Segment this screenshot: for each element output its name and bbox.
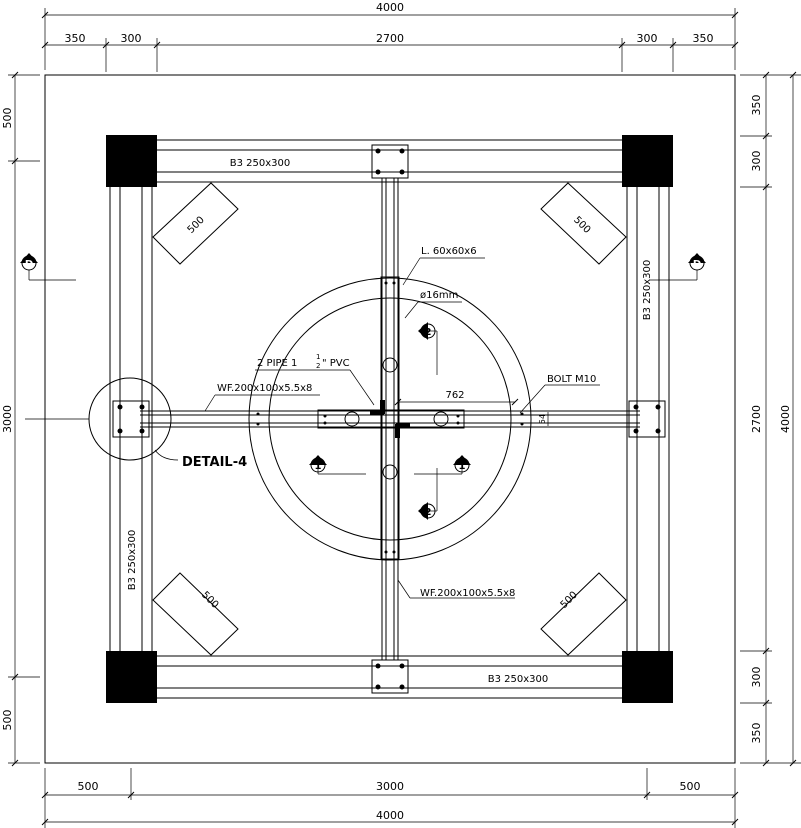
top-dim-1: 350 <box>65 32 86 45</box>
bottom-total-dim: 4000 <box>376 809 404 822</box>
right-dimensions: 350 300 2700 300 350 4000 <box>740 71 801 767</box>
detail-4-label: DETAIL-4 <box>182 455 247 470</box>
brace-top-right: 500 <box>540 182 627 265</box>
radius-dimension: 762 <box>394 390 519 406</box>
column-top-right <box>622 135 673 187</box>
right-dim-1: 350 <box>750 95 763 116</box>
bolt-spacing-dimension: 54 <box>538 412 549 426</box>
pipe-frac-den: 2 <box>316 362 320 370</box>
section-1-left-marker: 1 <box>309 455 366 475</box>
annotation-wf-bottom: WF.200x100x5.5x8 <box>397 579 515 599</box>
top-dim-3: 2700 <box>376 32 404 45</box>
top-total-dim: 4000 <box>376 1 404 14</box>
section-d-right-text: D <box>693 259 701 270</box>
bottom-dim-3: 500 <box>680 780 701 793</box>
brace-bottom-right: 500 <box>540 572 627 656</box>
beam-right-label: B3 250x300 <box>642 260 653 321</box>
left-dim-3: 500 <box>1 710 14 731</box>
top-dim-2: 300 <box>121 32 142 45</box>
brace-tr-label: 500 <box>571 215 592 236</box>
left-dim-2: 3000 <box>1 405 14 433</box>
annotation-rod: ø16mm <box>404 290 462 319</box>
bottom-dim-2: 3000 <box>376 780 404 793</box>
bottom-dim-1: 500 <box>78 780 99 793</box>
center-hub <box>256 276 524 560</box>
section-1-right-text: 1 <box>459 461 466 472</box>
wf-bottom-label: WF.200x100x5.5x8 <box>420 588 515 599</box>
radius-dim-label: 762 <box>445 390 464 401</box>
column-bottom-right <box>622 651 673 703</box>
top-dimensions: 4000 350 300 2700 300 350 <box>41 1 739 72</box>
bottom-dimensions: 500 3000 500 4000 <box>41 768 739 828</box>
beam-top-label: B3 250x300 <box>230 158 291 169</box>
bolt-label: BOLT M10 <box>547 374 596 385</box>
pipe-label: 2 PIPE 1 <box>257 358 297 369</box>
pipe-frac-num: 1 <box>316 353 320 361</box>
angle-label: L. 60x60x6 <box>421 246 477 257</box>
inner-circle <box>268 297 512 541</box>
column-bottom-left <box>106 651 157 703</box>
section-2-top-marker: 2 <box>418 322 438 375</box>
section-1-right-marker: 1 <box>414 455 471 475</box>
outer-circle <box>248 277 532 561</box>
right-dim-5: 350 <box>750 723 763 744</box>
section-d-right-marker: D <box>650 253 706 281</box>
rod-label: ø16mm <box>420 290 458 301</box>
brace-top-left: 500 <box>152 182 239 265</box>
left-dimensions: 500 3000 500 <box>1 71 40 767</box>
brace-br-label: 500 <box>559 590 580 611</box>
section-2-top-text: 2 <box>425 327 432 338</box>
brace-tl-label: 500 <box>186 215 207 236</box>
top-dim-4: 300 <box>637 32 658 45</box>
right-total-dim: 4000 <box>779 405 792 433</box>
beam-bottom-label: B3 250x300 <box>488 674 549 685</box>
annotation-wf-left: WF.200x100x5.5x8 <box>204 383 320 412</box>
bolt-dim-label: 54 <box>538 414 547 424</box>
brace-bottom-left: 500 <box>152 572 239 656</box>
brace-bl-label: 500 <box>199 590 220 611</box>
annotation-bolt: BOLT M10 <box>519 374 600 414</box>
column-top-left <box>106 135 157 187</box>
section-2-bottom-text: 2 <box>425 507 432 518</box>
beam-left-label: B3 250x300 <box>127 530 138 591</box>
pipe-suffix: " PVC <box>322 358 350 369</box>
grade-beams <box>109 139 670 699</box>
wf-steel-cross <box>140 178 640 660</box>
section-1-left-text: 1 <box>315 461 322 472</box>
annotation-angle: L. 60x60x6 <box>402 246 485 286</box>
section-d-left-text: D <box>25 259 33 270</box>
right-dim-4: 300 <box>750 667 763 688</box>
section-d-left-marker: D <box>20 253 76 281</box>
top-dim-5: 350 <box>693 32 714 45</box>
left-dim-1: 500 <box>1 108 14 129</box>
annotation-pipe: 2 PIPE 1 1 2 " PVC <box>255 353 375 406</box>
base-plates <box>112 144 666 694</box>
right-dim-2: 300 <box>750 151 763 172</box>
right-dim-3: 2700 <box>750 405 763 433</box>
wf-left-label: WF.200x100x5.5x8 <box>217 383 312 394</box>
section-2-bottom-marker: 2 <box>418 468 438 520</box>
